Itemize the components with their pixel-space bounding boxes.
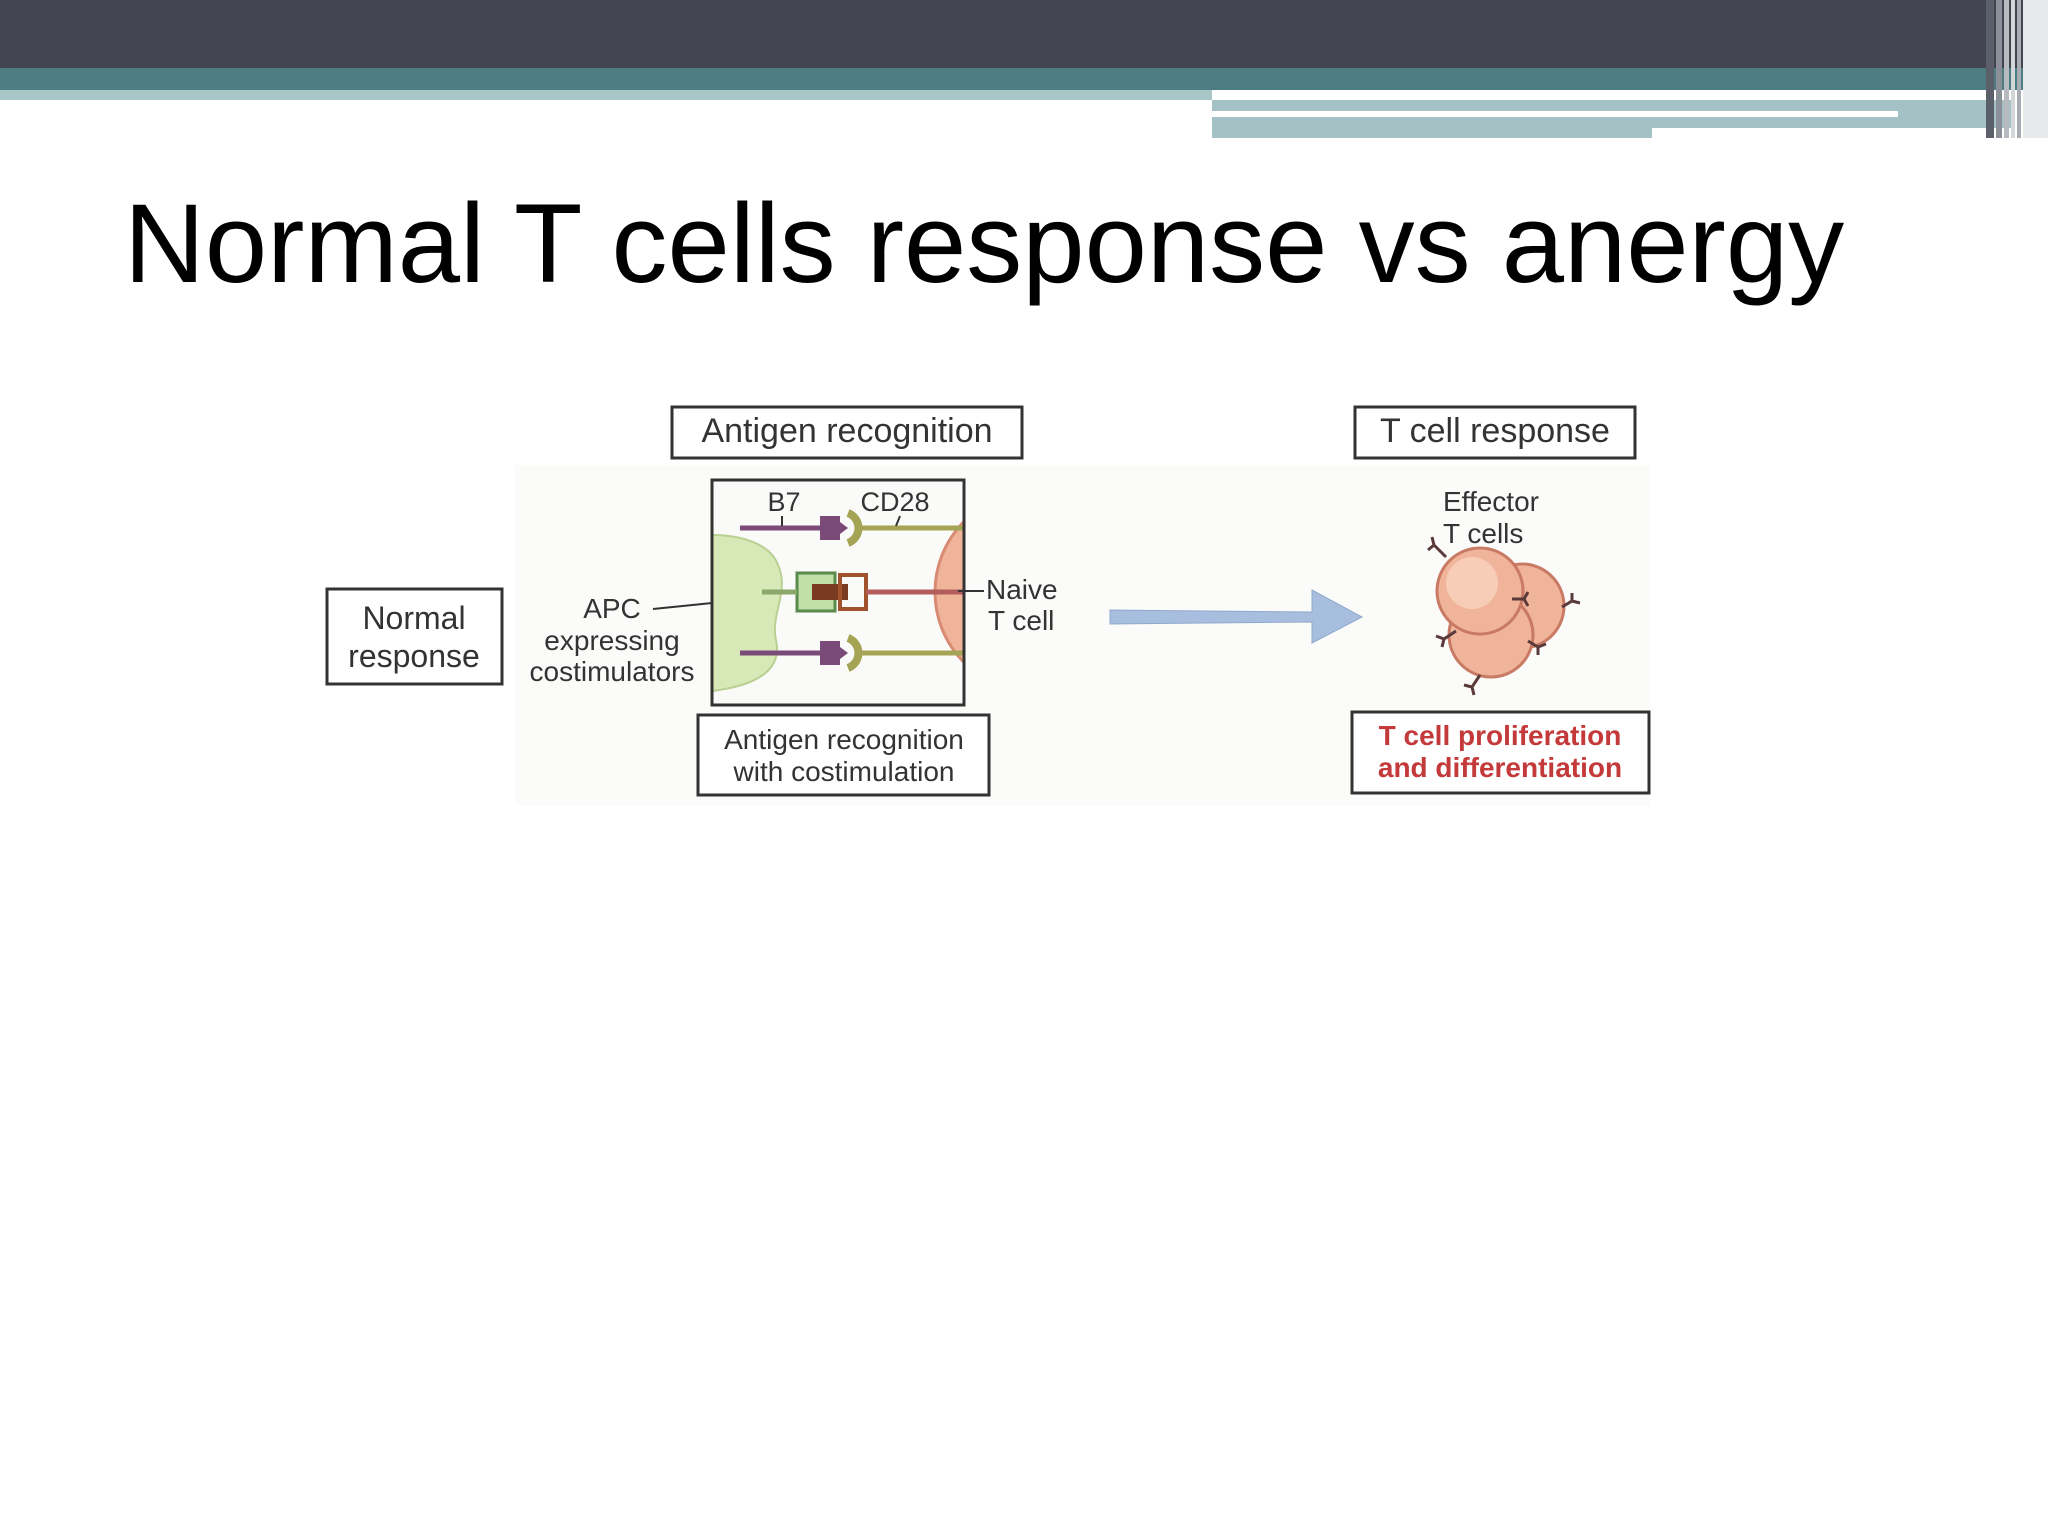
costimulation-caption-line-1: Antigen recognition [724,724,964,755]
synapse-panel: B7 CD28 [710,478,966,707]
header-bar-teal [0,68,2048,90]
receptor-3 [1561,593,1581,609]
costimulation-caption-line-2: with costimulation [733,756,955,787]
proliferation-caption-line-1: T cell proliferation [1379,720,1622,751]
naive-t-cell-label: Naive T cell [958,574,1058,636]
naive-label-line-2: T cell [988,605,1054,636]
slide-title: Normal T cells response vs anergy [124,181,1845,306]
effector-cell-highlight [1446,557,1498,609]
naive-label-line-1: Naive [986,574,1058,605]
effector-label-line-2: T cells [1443,518,1523,549]
response-arrow-icon [1109,589,1364,644]
apc-label-line-2: expressing [544,625,679,656]
apc-cell [712,533,783,693]
header-bar-dark [0,0,2048,68]
b7-tip-bottom [840,647,848,659]
apc-label-line-1: APC [583,593,641,624]
receptor-1 [1427,536,1448,559]
proliferation-caption-line-2: and differentiation [1378,752,1622,783]
antigen-recognition-header: Antigen recognition [670,405,1024,460]
normal-response-label-line-1: Normal [362,600,465,636]
apc-label: APC expressing costimulators [530,593,723,687]
header-corner-stripes [1986,0,2048,138]
normal-response-box: Normal response [325,587,504,686]
b7-ligand-bottom [820,641,840,665]
header-divider-line [1212,111,1898,117]
effector-t-cells-label: Effector T cells [1443,486,1539,549]
cd28-receptor-icon [846,509,863,547]
costimulation-caption-box: Antigen recognition with costimulation [696,713,991,797]
effector-t-cell-icon [1427,536,1581,696]
t-cell-activation-diagram: Antigen recognition T cell response Norm… [325,405,1651,805]
header-gap [1652,128,2012,140]
receptor-6 [1463,674,1482,696]
normal-response-label-line-2: response [348,638,480,674]
b7-label: B7 [767,487,800,517]
proliferation-caption-box: T cell proliferation and differentiation [1350,710,1651,795]
b7-ligand-icon [820,516,840,540]
peptide [812,584,848,600]
cd28-receptor-bottom [846,634,863,672]
header-bar-light [0,90,1212,100]
synapse-panel-border [710,478,966,707]
cd28-label: CD28 [860,487,929,517]
effector-label-line-1: Effector [1443,486,1539,517]
b7-tip-top [840,522,848,534]
receptor-2 [1512,591,1530,607]
t-cell-response-header: T cell response [1353,405,1637,460]
t-cell-response-header-label: T cell response [1380,412,1610,450]
antigen-recognition-header-label: Antigen recognition [701,412,992,450]
receptor-5 [1527,639,1547,655]
cd28-label-tick [895,515,901,527]
receptor-4 [1435,629,1457,648]
apc-label-line-3: costimulators [530,656,695,687]
